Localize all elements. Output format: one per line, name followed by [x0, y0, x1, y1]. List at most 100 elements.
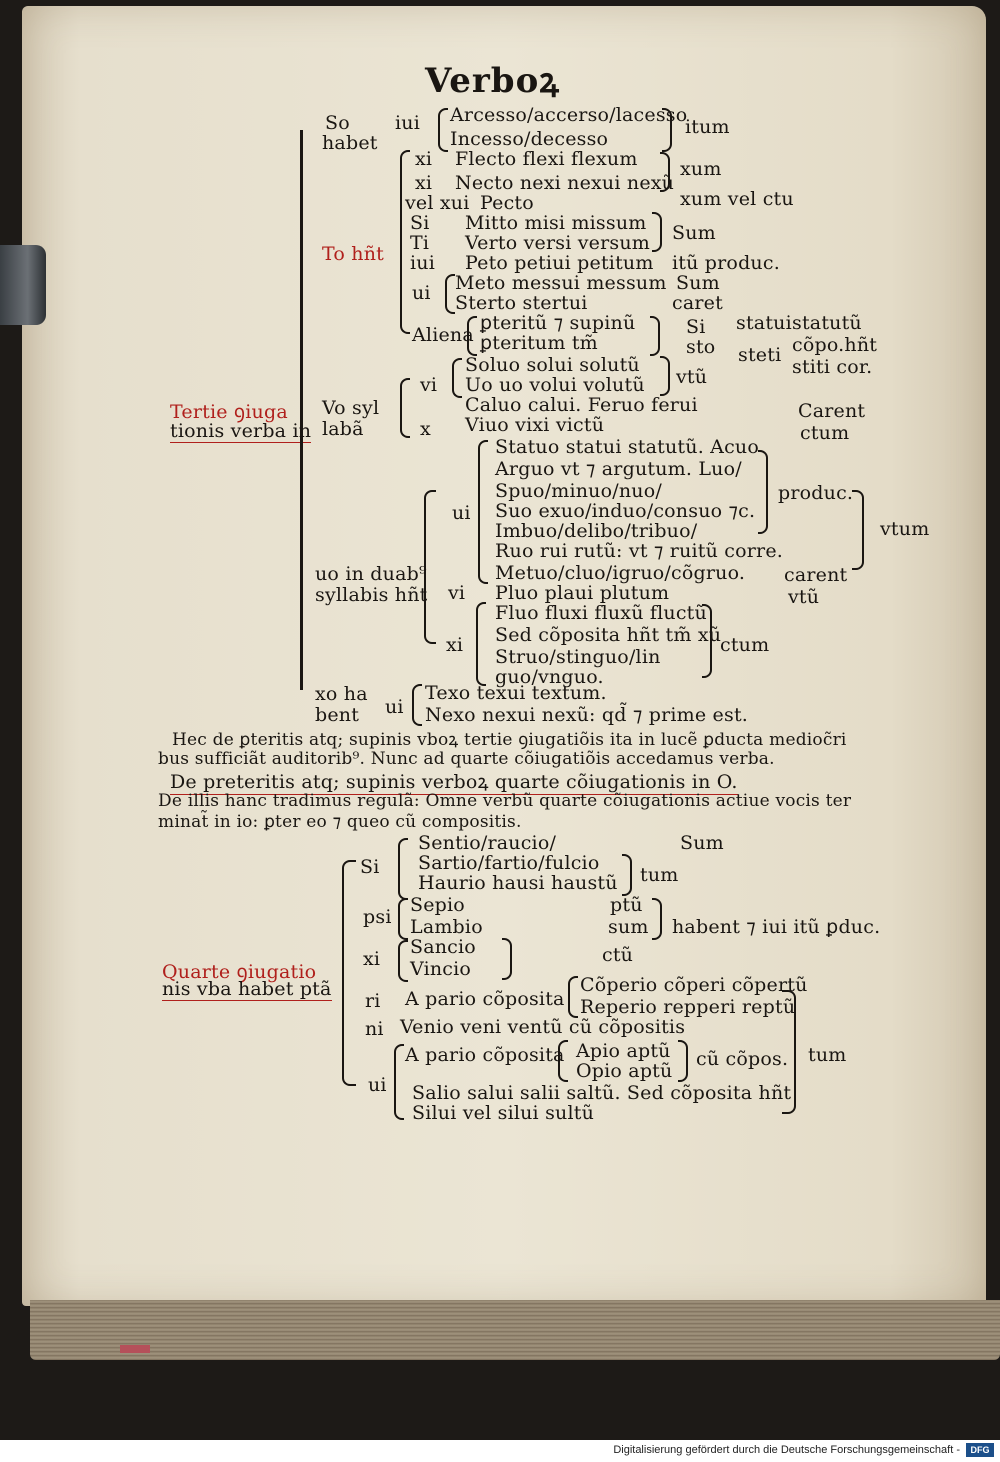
uo-line-7: Pluo plaui plutum: [495, 582, 670, 604]
right-sum: Sum: [672, 222, 716, 244]
uo-line-5: Ruo rui rutũ: vt ⁊ ruitũ corre.: [495, 540, 784, 562]
line-14: Caluo calui. Feruo ferui: [465, 394, 698, 416]
right-ctum: ctum: [800, 422, 850, 444]
s4-line-7: A pario cõposita: [405, 988, 565, 1010]
s4-right-coperio: Cõperio cõperi cõpertũ: [580, 974, 808, 996]
brace: [438, 108, 448, 152]
s4-line-6: Vincio: [410, 958, 472, 980]
uo-right-produc: produc.: [778, 482, 854, 504]
brace: [652, 212, 662, 252]
brace: [400, 378, 410, 438]
uo-line-10: Struo/stinguo/lin: [495, 646, 661, 668]
uo-line-9: Sed cõposita hñt tm̃ xũ: [495, 624, 722, 646]
brace: [622, 854, 632, 896]
brace: [652, 898, 662, 940]
paragraph-heading: De preteritis atq; supinis verboꝝ quarte…: [170, 768, 738, 795]
footer-bar: Digitalisierung gefördert durch die Deut…: [0, 1440, 1000, 1462]
pre-10: Aliena: [412, 324, 474, 346]
paragraph-line-4: minat̃ in io: ꝑter eo ⁊ queo cũ composit…: [158, 812, 522, 832]
paragraph-line-3: De illis hanc tradimus regulã: Omne verb…: [158, 791, 852, 811]
right-steti: steti: [738, 344, 782, 366]
brace: [662, 108, 672, 152]
s4-pre-si: Si: [360, 856, 380, 878]
brace: [412, 684, 422, 726]
brace: [650, 316, 660, 356]
s4-line-8: Venio veni ventũ cũ cõpositis: [400, 1016, 686, 1038]
uo-line-6: Metuo/cluo/igruo/cõgruo.: [495, 562, 746, 584]
s4-line-9: A pario cõposita: [405, 1044, 565, 1066]
brace: [782, 990, 796, 1114]
vo-label: Vo syl: [322, 397, 380, 419]
line-2: Flecto flexi flexum: [455, 148, 638, 170]
uo-line-1: Arguo vt ⁊ argutum. Luo/: [495, 458, 742, 480]
line-4: Pecto: [480, 192, 534, 214]
line-13: Uo uo volui volutũ: [465, 374, 645, 396]
brace: [678, 1040, 688, 1082]
xo-label: xo ha: [315, 683, 368, 705]
line-5: Mitto misi missum: [465, 212, 647, 234]
brace: [478, 440, 488, 584]
s4-line-5: Sancio: [410, 936, 476, 958]
s4-right-opio: Opio aptũ: [576, 1060, 673, 1082]
brace: [342, 860, 356, 1086]
line-7: Peto petiui petitum: [465, 252, 654, 274]
s4-right-tum2: tum: [808, 1044, 847, 1066]
right-vtu: vtũ: [676, 366, 708, 388]
right-itum: itum: [685, 116, 730, 138]
pre-12: vi: [420, 374, 438, 396]
uo-line-0: Statuo statui statutũ. Acuo: [495, 436, 760, 458]
uo-line-4: Imbuo/delibo/tribuo/: [495, 520, 698, 542]
s4-right-sum2: sum: [608, 916, 649, 938]
pre-0: iui: [395, 112, 420, 134]
brace: [702, 604, 712, 678]
right-xum-vel: xum vel ctu: [680, 188, 794, 210]
uo-line-11: guo/vnguo.: [495, 666, 604, 688]
dfg-logo-icon: DFG: [966, 1443, 994, 1457]
line-8: Meto messui messum: [455, 272, 667, 294]
brace: [476, 602, 486, 686]
right-xum: xum: [680, 158, 722, 180]
page-title: Verboꝝ: [425, 61, 560, 101]
right-copo: cõpo.hñt: [792, 334, 878, 356]
uo-pre-xi: xi: [446, 634, 464, 656]
s4-right-ctu: ctũ: [602, 944, 634, 966]
right-itu-produc: itũ produc.: [672, 252, 780, 274]
line-12: Soluo solui solutũ: [465, 354, 640, 376]
footer-text: Digitalisierung gefördert durch die Deut…: [613, 1444, 960, 1456]
s4-right-tum: tum: [640, 864, 679, 886]
s4-right-cu-copos: cũ cõpos.: [696, 1048, 789, 1070]
brace: [452, 358, 462, 398]
s4-line-4: Lambio: [410, 916, 483, 938]
brace: [445, 274, 455, 314]
line-15: Viuo vixi victũ: [465, 414, 605, 436]
xo-line-1: Nexo nexui nexũ: qd̃ ⁊ prime est.: [425, 704, 749, 726]
pre-15: x: [420, 418, 431, 440]
uo-right-vtu: vtũ: [788, 586, 820, 608]
line-3: Necto nexi nexui nexũ: [455, 172, 675, 194]
pre-8: ui: [412, 282, 431, 304]
brace: [398, 940, 408, 982]
page-clip: [0, 245, 46, 325]
brace: [394, 1044, 404, 1120]
right-stiti: stiti cor.: [792, 356, 873, 378]
s4-line-3: Sepio: [410, 894, 465, 916]
vo-label-2: labã: [322, 418, 364, 440]
brace: [398, 898, 408, 940]
s4-line-11: Silui vel silui sultũ: [412, 1102, 595, 1124]
s4-pre-xi: xi: [363, 948, 381, 970]
s4-pre-ui: ui: [368, 1074, 387, 1096]
s4-right-ptu: ptũ: [610, 894, 643, 916]
s4-line-0: Sentio/raucio/: [418, 832, 557, 854]
pre-6: Ti: [410, 232, 430, 254]
line-11: ꝑteritum tm̃: [480, 332, 598, 354]
right-carent: Carent: [798, 400, 866, 422]
brace: [558, 1040, 568, 1082]
uo-right-ctum: ctum: [720, 634, 770, 656]
s4-pre-ri: ri: [365, 990, 381, 1012]
brace: [568, 976, 578, 1018]
uo-line-8: Fluo fluxi fluxũ fluctũ: [495, 602, 707, 624]
pre-2: xi: [415, 148, 433, 170]
paragraph-line-1: Hec de ꝑteritis atq; supinis vboꝝ tertie…: [172, 730, 847, 750]
s4-right-sum: Sum: [680, 832, 724, 854]
